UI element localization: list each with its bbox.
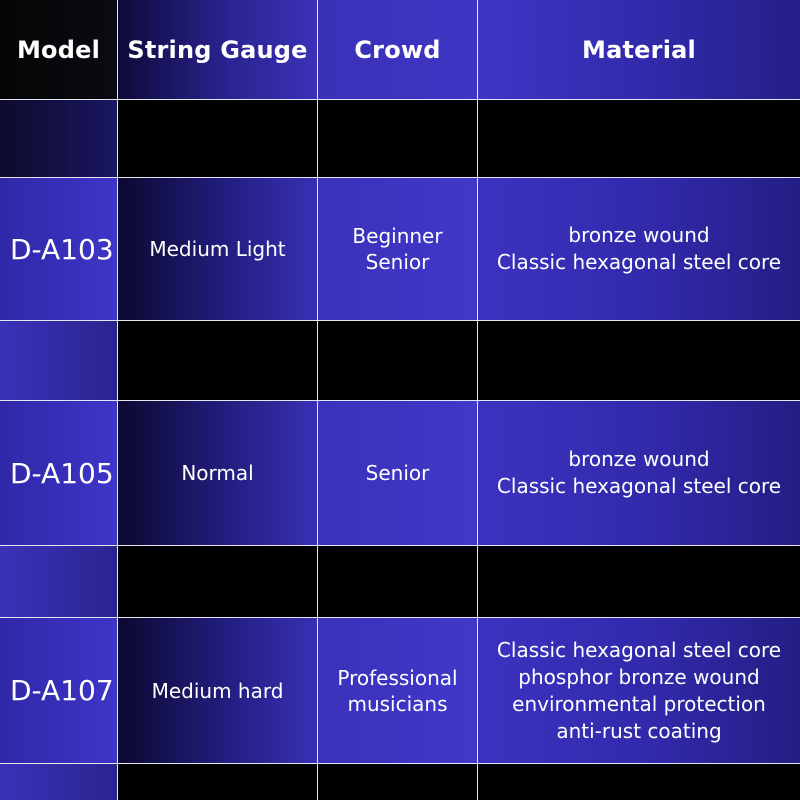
row-3-model: D-A107 (0, 618, 118, 764)
model-label: D-A103 (10, 232, 114, 266)
row-2-model: D-A105 (0, 401, 118, 546)
material-line: bronze wound (568, 447, 710, 471)
spacer-cell (118, 100, 318, 178)
row-1-string-gauge: Medium Light (118, 178, 318, 321)
spacer-cell (118, 321, 318, 401)
spacer-cell (478, 321, 800, 401)
row-3-material: Classic hexagonal steel core phosphor br… (478, 618, 800, 764)
header-crowd: Crowd (318, 0, 478, 100)
row-2-material: bronze wound Classic hexagonal steel cor… (478, 401, 800, 546)
header-model-label: Model (16, 35, 101, 64)
row-3-string-gauge: Medium hard (118, 618, 318, 764)
row-1-model: D-A103 (0, 178, 118, 321)
header-string-gauge-label: String Gauge (127, 35, 308, 64)
spacer-cell (478, 546, 800, 618)
header-model: Model (0, 0, 118, 100)
material-line: Classic hexagonal steel core (496, 637, 782, 662)
row-1-material: bronze wound Classic hexagonal steel cor… (478, 178, 800, 321)
model-label: D-A107 (10, 674, 114, 707)
string-gauge-value: Medium hard (151, 678, 284, 703)
spacer-cell (0, 546, 118, 618)
header-material: Material (478, 0, 800, 100)
spacer-cell (478, 764, 800, 800)
spacer-cell (318, 100, 478, 178)
spacer-cell (118, 764, 318, 800)
spacer-cell (318, 321, 478, 401)
spacer-cell (0, 764, 118, 800)
crowd-line: Beginner (352, 224, 443, 248)
material-line: anti-rust coating (556, 718, 722, 743)
spacer-cell (0, 321, 118, 401)
header-material-label: Material (582, 35, 696, 64)
spacer-cell (478, 100, 800, 178)
string-gauge-value: Normal (181, 461, 254, 485)
spacer-cell (318, 764, 478, 800)
header-crowd-label: Crowd (354, 35, 441, 64)
material-line: bronze wound (568, 223, 710, 247)
crowd-line: Professional (337, 665, 458, 690)
material-line: environmental protection (512, 691, 766, 716)
row-2-string-gauge: Normal (118, 401, 318, 546)
model-label: D-A105 (10, 456, 114, 490)
crowd-line: musicians (347, 691, 448, 716)
material-line: Classic hexagonal steel core (496, 250, 782, 274)
row-2-crowd: Senior (318, 401, 478, 546)
string-gauge-value: Medium Light (149, 237, 286, 261)
header-string-gauge: String Gauge (118, 0, 318, 100)
row-1-crowd: Beginner Senior (318, 178, 478, 321)
row-3-crowd: Professional musicians (318, 618, 478, 764)
crowd-line: Senior (365, 461, 430, 485)
spacer-cell (118, 546, 318, 618)
material-line: Classic hexagonal steel core (496, 474, 782, 498)
spacer-cell (318, 546, 478, 618)
material-line: phosphor bronze wound (518, 664, 760, 689)
crowd-line: Senior (365, 250, 430, 274)
spacer-cell (0, 100, 118, 178)
